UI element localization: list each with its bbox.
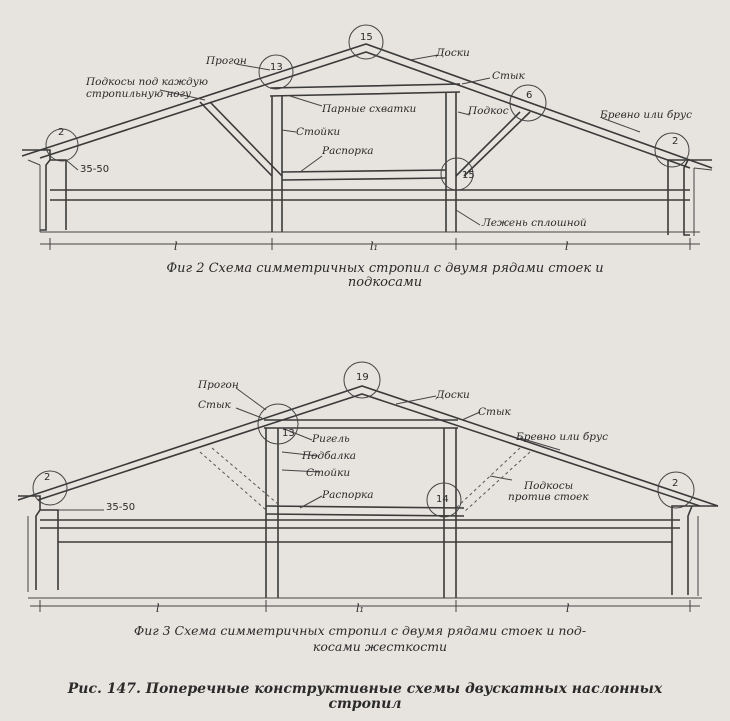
marker-2-left-fig2: 2 xyxy=(58,127,64,138)
label-brevno-fig2: Бревно или брус xyxy=(599,109,692,121)
label-podkos-fig2: Подкос xyxy=(467,105,509,117)
label-styk-fig2: Стык xyxy=(492,70,526,82)
main-caption: Рис. 147. Поперечные конструктивные схем… xyxy=(67,681,663,713)
dim-l1-fig2: l₁ xyxy=(370,240,378,253)
label-doski-fig2: Доски xyxy=(435,47,470,59)
label-parnye-fig2: Парные схватки xyxy=(321,103,417,115)
label-doski-fig3: Доски xyxy=(435,389,470,401)
marker-14-fig3: 14 xyxy=(436,494,449,505)
marker-13-fig3: 13 xyxy=(282,428,295,439)
figure-2-drawing xyxy=(21,24,713,250)
marker-2-right-fig2: 2 xyxy=(672,136,678,147)
dim-35-50-fig2: 35-50 xyxy=(80,164,109,175)
dim-l-left-fig3: l xyxy=(156,602,160,615)
marker-2-left-fig3: 2 xyxy=(44,472,50,483)
dim-l-left-fig2: l xyxy=(174,240,178,253)
label-styk-right-fig3: Стык xyxy=(478,406,512,418)
label-rigel-fig3: Ригель xyxy=(311,433,350,445)
marker-19-fig3: 19 xyxy=(356,372,369,383)
label-brevno-fig3: Бревно или брус xyxy=(515,431,608,443)
label-progon-fig2: Прогон xyxy=(205,55,247,67)
label-podkosy-fig2: Подкосы под каждую xyxy=(85,76,208,88)
label-rasporka-fig2: Распорка xyxy=(321,145,374,157)
caption-figure-2: Фиг 2 Схема симметричных стропил с двумя… xyxy=(166,261,604,291)
label-lezhen-fig2: Лежень сплошной xyxy=(481,217,587,229)
marker-2-right-fig3: 2 xyxy=(672,478,678,489)
label-podkosy-fig3: Подкосы xyxy=(523,480,573,492)
marker-6-fig2: 6 xyxy=(526,90,532,101)
label-podkosy2-fig2: стропильную ногу xyxy=(86,88,192,100)
caption-figure-3-line1: Фиг 3 Схема симметричных стропил с двумя… xyxy=(133,623,587,638)
marker-15-fig2: 15 xyxy=(462,170,475,181)
label-styk-left-fig3: Стык xyxy=(198,399,232,411)
dim-l1-fig3: l₁ xyxy=(356,602,364,615)
caption-figure-3-line2: косами жесткости xyxy=(312,639,448,654)
figure-3-drawing xyxy=(17,361,719,612)
marker-13-fig2: 13 xyxy=(270,62,283,73)
label-protiv-fig3: против стоек xyxy=(508,491,589,503)
dim-35-50-fig3: 35-50 xyxy=(106,502,135,513)
label-progon-fig3: Прогон xyxy=(197,379,239,391)
dim-l-right-fig3: l xyxy=(566,602,570,615)
label-rasporka-fig3: Распорка xyxy=(321,489,374,501)
marker-15-top-fig2: 15 xyxy=(360,32,373,43)
dim-l-right-fig2: l xyxy=(565,240,569,253)
label-stoyki-fig3: Стойки xyxy=(306,467,350,479)
label-stoyki-fig2: Стойки xyxy=(296,126,340,138)
label-podbalka-fig3: Подбалка xyxy=(301,450,356,462)
